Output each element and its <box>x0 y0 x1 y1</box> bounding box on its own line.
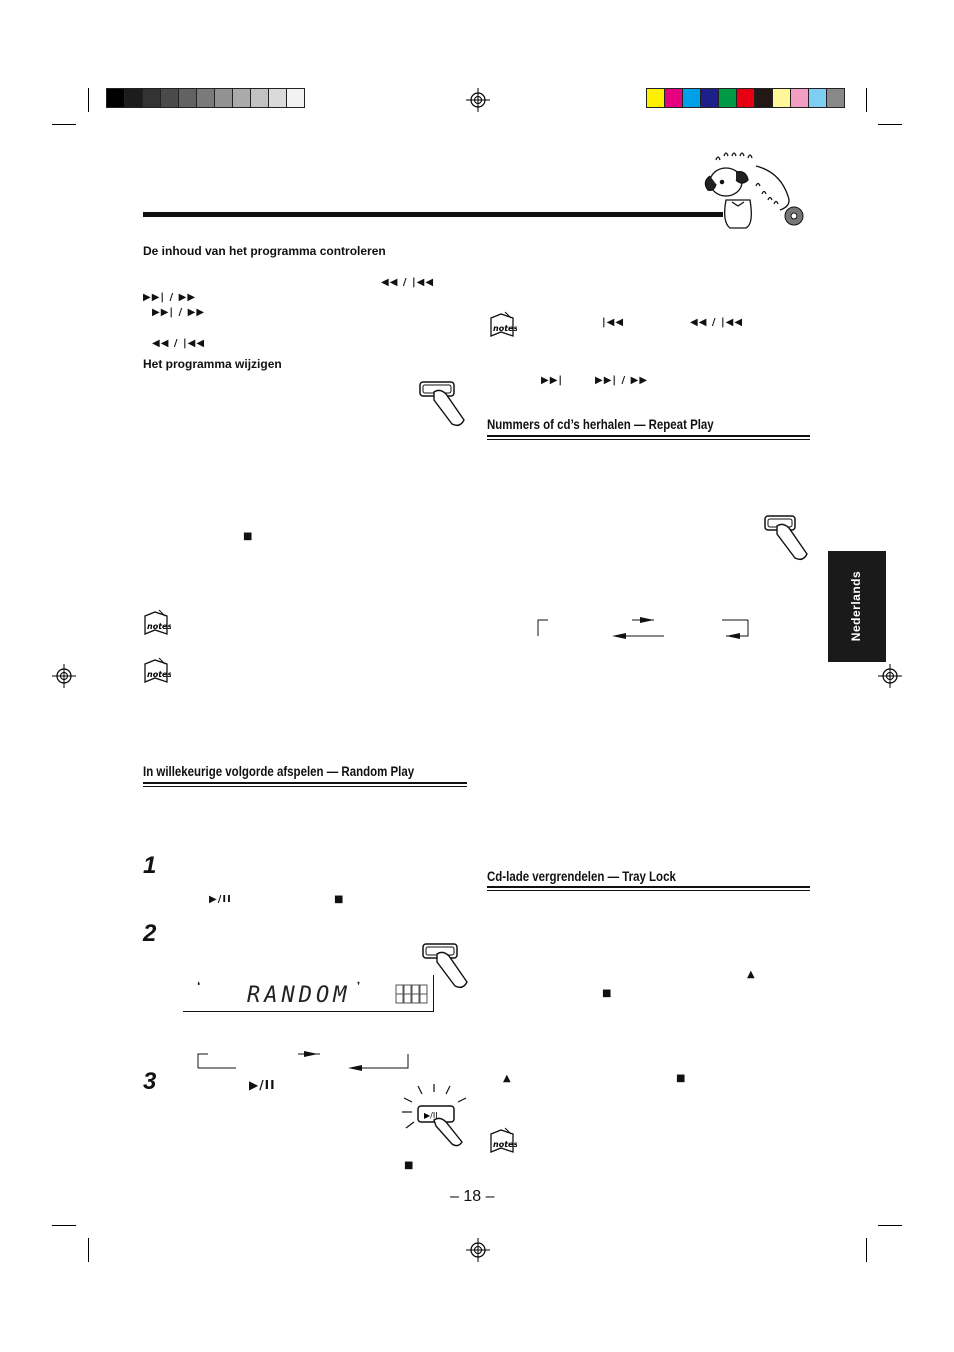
grayscale-calibration-bar <box>106 88 305 108</box>
calibration-swatch <box>737 89 755 107</box>
section-title-random: In willekeurige volgorde afspelen — Rand… <box>143 763 415 779</box>
eject-symbol: ▲ <box>503 1073 512 1084</box>
calibration-swatch <box>773 89 791 107</box>
section-rule <box>143 782 467 787</box>
crop-mark <box>88 88 89 112</box>
crop-mark <box>52 1225 76 1226</box>
prev-symbols: ◀◀ / |◀◀ <box>690 317 744 328</box>
calibration-swatch <box>251 89 269 107</box>
calibration-swatch <box>107 89 125 107</box>
calibration-swatch <box>809 89 827 107</box>
crop-mark <box>866 88 867 112</box>
crop-mark <box>878 124 902 125</box>
registration-mark-icon <box>466 1238 490 1262</box>
registration-mark-icon <box>466 88 490 112</box>
calibration-swatch <box>287 89 304 107</box>
lcd-segment-digits-icon <box>395 984 428 1004</box>
finger-button-icon <box>422 943 468 989</box>
color-calibration-bar <box>646 88 845 108</box>
calibration-swatch <box>755 89 773 107</box>
prev-symbols: ◀◀ / |◀◀ <box>381 277 435 288</box>
calibration-swatch <box>701 89 719 107</box>
calibration-swatch <box>665 89 683 107</box>
eject-symbol: ▲ <box>747 969 756 980</box>
crop-mark <box>866 1238 867 1262</box>
prev-symbols: ◀◀ / |◀◀ <box>152 338 206 349</box>
language-side-tab: Nederlands <box>828 551 886 662</box>
step-number: 3 <box>143 1068 157 1095</box>
next-symbol: ▶▶| <box>541 375 564 386</box>
lcd-indicator: ❜ <box>357 981 361 992</box>
calibration-swatch <box>827 89 844 107</box>
stop-symbol: ■ <box>404 1160 415 1171</box>
stop-symbol: ■ <box>334 894 345 905</box>
lcd-display: ❛ RANDOM ❜ <box>183 975 434 1012</box>
calibration-swatch <box>269 89 287 107</box>
header-rule <box>143 212 723 217</box>
calibration-swatch <box>179 89 197 107</box>
section-title-tray-lock: Cd-lade vergrendelen — Tray Lock <box>487 868 676 884</box>
section-rule <box>487 435 810 440</box>
play-pause-symbol: ▶/II <box>209 894 232 905</box>
section-rule <box>487 886 810 891</box>
step-number: 2 <box>143 920 157 947</box>
notes-icon: notes <box>490 311 517 337</box>
svg-text:notes: notes <box>493 324 517 333</box>
step-number: 1 <box>143 852 157 879</box>
page-number: – 18 – <box>450 1188 495 1205</box>
notes-icon: notes <box>490 1127 517 1153</box>
next-symbols: ▶▶| / ▶▶ <box>595 375 649 386</box>
notes-icon: notes <box>144 657 171 683</box>
cycle-arrow-diagram <box>537 617 749 639</box>
skip-back-symbol: |◀◀ <box>602 317 625 328</box>
cycle-arrow-diagram <box>197 1051 409 1071</box>
subheading-change-program: Het programma wijzigen <box>143 357 282 371</box>
finger-button-icon <box>764 515 808 561</box>
stop-symbol: ■ <box>243 531 254 542</box>
svg-text:notes: notes <box>493 1140 517 1149</box>
calibration-swatch <box>719 89 737 107</box>
calibration-swatch <box>791 89 809 107</box>
notes-icon: notes <box>144 609 171 635</box>
lcd-random-text: RANDOM <box>247 983 351 1008</box>
calibration-swatch <box>125 89 143 107</box>
calibration-swatch <box>197 89 215 107</box>
play-pause-symbol: ▶/II <box>249 1078 276 1092</box>
registration-mark-icon <box>878 664 902 688</box>
crop-mark <box>52 124 76 125</box>
subheading-check-program: De inhoud van het programma controleren <box>143 244 386 258</box>
registration-mark-icon <box>52 664 76 688</box>
calibration-swatch <box>647 89 665 107</box>
play-pause-button-icon: ▶/II <box>402 1084 467 1147</box>
next-symbols: ▶▶| / ▶▶ <box>152 307 206 318</box>
next-symbols: ▶▶| / ▶▶ <box>143 292 197 303</box>
lcd-indicator: ❛ <box>197 981 201 992</box>
calibration-swatch <box>215 89 233 107</box>
stop-symbol: ■ <box>602 988 613 999</box>
section-title-repeat: Nummers of cd’s herhalen — Repeat Play <box>487 416 714 432</box>
dog-mascot-icon <box>704 152 804 229</box>
language-side-tab-label: Nederlands <box>849 570 863 642</box>
svg-text:notes: notes <box>147 622 171 631</box>
crop-mark <box>878 1225 902 1226</box>
crop-mark <box>88 1238 89 1262</box>
svg-text:▶/II: ▶/II <box>424 1111 438 1120</box>
calibration-swatch <box>161 89 179 107</box>
calibration-swatch <box>143 89 161 107</box>
calibration-swatch <box>683 89 701 107</box>
stop-symbol: ■ <box>676 1073 687 1084</box>
finger-button-icon <box>419 381 465 427</box>
svg-text:notes: notes <box>147 670 171 679</box>
calibration-swatch <box>233 89 251 107</box>
